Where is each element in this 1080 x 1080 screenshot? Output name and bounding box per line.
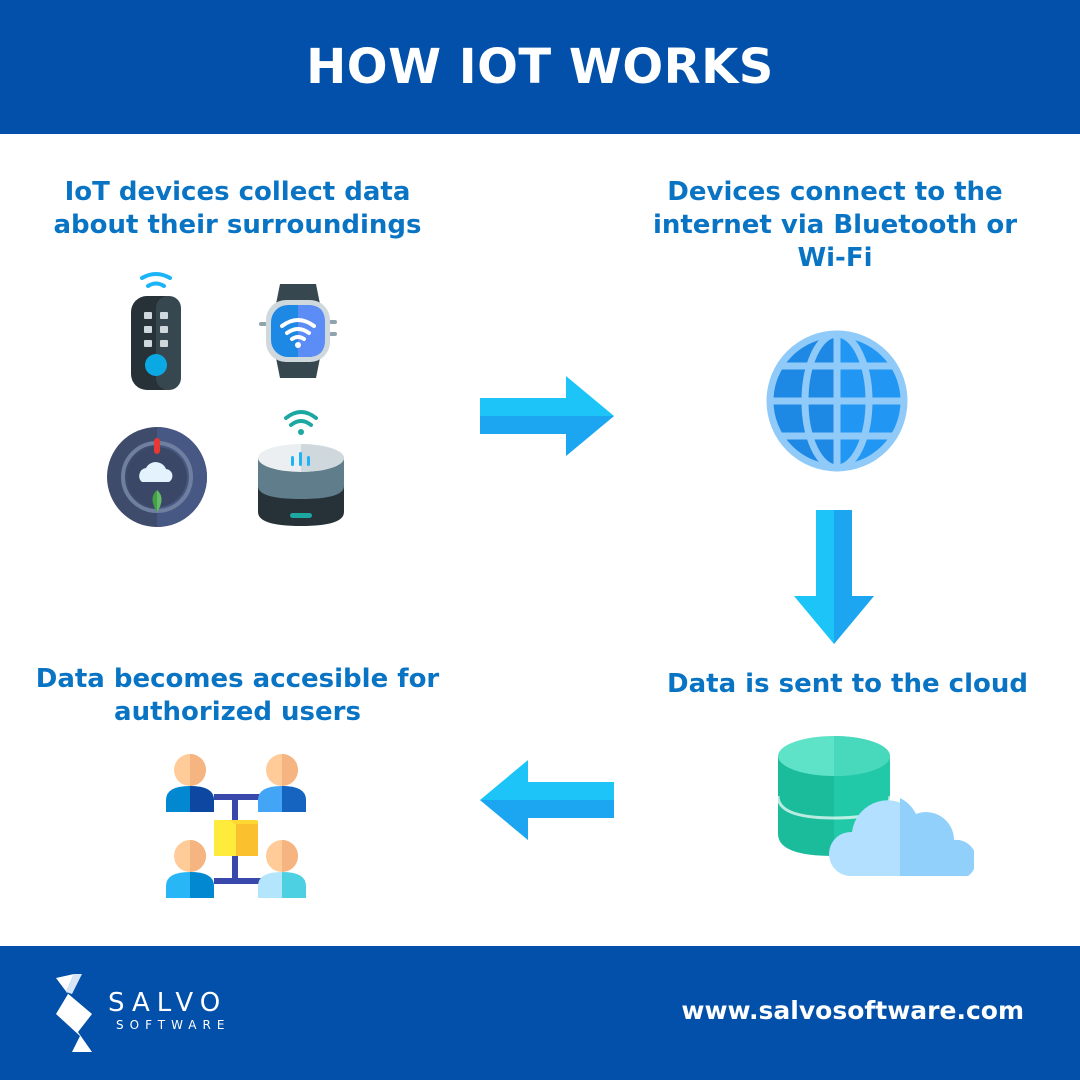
step-3-caption: Data is sent to the cloud bbox=[667, 669, 1028, 699]
step-1-caption: IoT devices collect data about their sur… bbox=[53, 177, 422, 240]
remote-control-icon bbox=[131, 272, 181, 390]
page-title: HOW IOT WORKS bbox=[306, 39, 774, 95]
step-4-caption: Data becomes accesible for authorized us… bbox=[35, 664, 440, 727]
brand-subtitle: SOFTWARE bbox=[116, 1018, 231, 1032]
user-network-icon bbox=[166, 754, 306, 898]
thermostat-icon bbox=[107, 427, 207, 527]
header-bar: HOW IOT WORKS bbox=[0, 0, 1080, 134]
salvo-logo-icon bbox=[56, 974, 92, 1052]
globe-icon bbox=[766, 330, 908, 472]
step-2-caption: Devices connect to the internet via Blue… bbox=[652, 177, 1018, 273]
database-cloud-icon bbox=[776, 736, 974, 876]
brand-name: SALVO bbox=[108, 988, 228, 1018]
footer-bar bbox=[0, 946, 1080, 1080]
arrow-down-icon bbox=[794, 510, 874, 644]
smartwatch-icon bbox=[259, 284, 337, 378]
smart-speaker-icon bbox=[258, 410, 344, 526]
website-url[interactable]: www.salvosoftware.com bbox=[681, 996, 1024, 1025]
arrow-right-icon bbox=[480, 376, 614, 456]
arrow-left-icon bbox=[480, 760, 614, 840]
